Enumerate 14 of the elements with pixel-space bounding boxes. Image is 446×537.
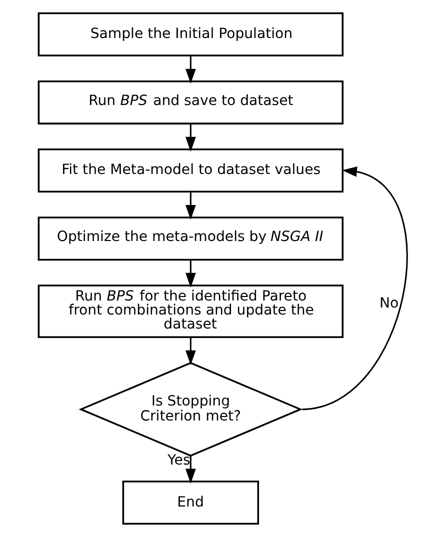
node-box: Run BPS for the identified Pareto front combinations and update the dataset xyxy=(38,284,344,338)
arrow xyxy=(185,338,196,366)
node-box: Fit the Meta-model to dataset values xyxy=(38,148,344,193)
arrow xyxy=(185,124,196,152)
arrow xyxy=(185,56,196,84)
arrow xyxy=(185,260,196,288)
arrow xyxy=(302,166,408,410)
node-box: Run BPS and save to dataset xyxy=(38,80,344,124)
node-box: Optimize the meta-models by NSGA II xyxy=(38,216,344,261)
arrow xyxy=(185,456,196,484)
node-box: Sample the Initial Population xyxy=(38,12,344,56)
edge-label: No xyxy=(380,296,399,312)
arrow xyxy=(185,192,196,220)
node-box: End xyxy=(122,480,260,525)
